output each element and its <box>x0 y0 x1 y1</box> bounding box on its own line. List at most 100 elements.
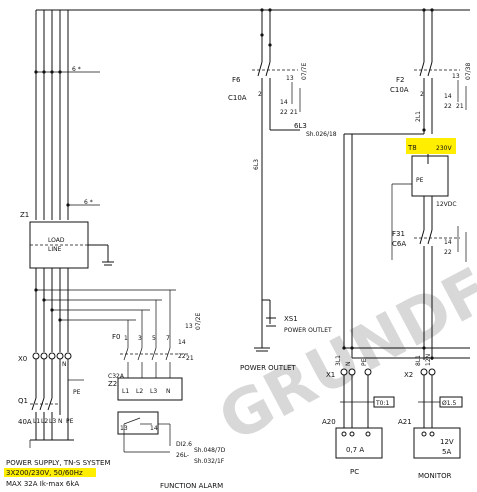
z2-term-14: 14 <box>150 425 158 432</box>
a20-label: A20 <box>322 418 336 426</box>
ps-max: MAX 32A Ik-max 6kA <box>6 480 79 488</box>
f31-rating: C6A <box>392 240 406 248</box>
f2-term-21: 21 <box>456 103 464 110</box>
f31-label: F31 <box>392 230 405 238</box>
distribution-lines <box>342 134 470 360</box>
z1-line-label: LINE <box>48 246 62 253</box>
breaker-f0: F0 C32A 1 3 5 7 14 13 22 21 07/2E <box>108 290 202 380</box>
module-z2: Z2 L1 L2 L3 N 13 14 DI2.6 Sh.048/7D 26L-… <box>108 377 226 490</box>
f6-ref: 07/7E <box>301 63 308 80</box>
q1-rating: 40A <box>18 418 32 426</box>
main-switch-q1: Q1 40A L1 L2 L3 N PE <box>18 397 74 448</box>
cable-t01: T0:1 <box>375 400 390 407</box>
breaker-f2: F2 C10A 2 14 13 22 21 07/38 2L1 <box>343 8 472 348</box>
x0-n-label: N <box>62 361 67 368</box>
f6-term-21: 21 <box>290 109 298 116</box>
t8-voltage: 230V <box>436 145 452 152</box>
f2-vertical-2l1: 2L1 <box>415 111 422 122</box>
f6-label: F6 <box>232 76 241 84</box>
feed-lines <box>34 268 176 352</box>
q1-t3: L3 <box>49 418 56 425</box>
a21-title: MONITOR <box>418 472 452 480</box>
x0-pe-label: PE <box>73 389 81 396</box>
l26-label: 26L- <box>176 452 189 459</box>
a20-current: 0,7 A <box>346 446 364 454</box>
x2-pin-12n: 12N <box>425 354 432 366</box>
f2-term-2: 2 <box>420 91 424 98</box>
function-alarm-title: FUNCTION ALARM <box>160 482 223 490</box>
x2-pin-8l1: 8L1 <box>415 355 422 366</box>
f6-term-14: 14 <box>280 99 288 106</box>
di26-label: DI2.6 <box>176 441 192 448</box>
a21-current: 5A <box>442 448 451 456</box>
f0-term-3: 3 <box>138 335 142 342</box>
f0-aux-ref: 07/2E <box>195 313 202 330</box>
f31-term-22: 22 <box>444 249 452 256</box>
x1-label: X1 <box>326 371 335 379</box>
a21-voltage: 12V <box>440 438 454 446</box>
t8-dc-out: 12VDC <box>436 201 457 208</box>
ps-voltage-highlight <box>4 468 96 477</box>
xs1-label: XS1 <box>284 315 298 323</box>
t8-highlight <box>406 138 456 154</box>
watermark-brand: GRUNDFOS <box>207 207 477 456</box>
z2-pin-l1: L1 <box>122 388 129 395</box>
f0-rating: C32A <box>108 373 125 380</box>
t8-pe: PE <box>416 177 424 184</box>
z2-pin-l2: L2 <box>136 388 143 395</box>
breaker-f6: F6 C10A 2 14 13 22 21 07/7E 6L3 Sh.026/1… <box>228 8 337 372</box>
x2-label: X2 <box>404 371 413 379</box>
q1-pe: PE <box>66 418 74 425</box>
device-a20-pc: A20 0,7 A PC <box>322 418 383 476</box>
filter-z1: Z1 LOAD LINE <box>20 211 114 269</box>
f2-label: F2 <box>396 76 404 84</box>
q1-n: N <box>58 418 63 425</box>
power-supply-caption: POWER SUPPLY, TN-S SYSTEM 3X200/230V, 50… <box>4 459 110 488</box>
label-6star-mid: 6 * <box>84 199 93 206</box>
cable-015: Ø1.5 <box>442 400 456 407</box>
z2-pin-n: N <box>166 388 171 395</box>
z2-label: Z2 <box>108 380 117 388</box>
q1-label: Q1 <box>18 397 28 405</box>
transformer-t8: T8 230V PE 12VDC <box>391 138 457 260</box>
x1-pin-pe: PE <box>361 358 368 366</box>
f6-rating: C10A <box>228 94 247 102</box>
q1-t1: L1 <box>33 418 40 425</box>
f0-label: F0 <box>112 333 120 341</box>
x1-pin-3l1: 3L1 <box>335 355 342 366</box>
f2-term-14: 14 <box>444 93 452 100</box>
breaker-f31: F31 C6A 14 22 <box>392 226 467 360</box>
xs1-sub: POWER OUTLET <box>284 327 332 334</box>
sheet-6l3-label: 6L3 <box>294 122 307 130</box>
f0-term-5: 5 <box>152 335 156 342</box>
terminal-x0: X0 PE N <box>18 352 84 440</box>
f0-aux-13: 13 <box>185 323 193 330</box>
f6-term-2: 2 <box>258 91 262 98</box>
ps-title: POWER SUPPLY, TN-S SYSTEM <box>6 459 110 467</box>
f2-ref: 07/38 <box>465 63 472 80</box>
a21-label: A21 <box>398 418 412 426</box>
f31-term-14: 14 <box>444 239 452 246</box>
x0-label: X0 <box>18 355 27 363</box>
f0-term-1: 1 <box>124 335 128 342</box>
f0-term-7: 7 <box>166 335 170 342</box>
ps-voltage: 3X200/230V, 50/60Hz <box>6 469 83 477</box>
f0-aux-22: 22 <box>178 353 186 360</box>
f6-term-22: 22 <box>280 109 288 116</box>
t8-label: T8 <box>407 144 417 152</box>
a20-title: PC <box>350 468 359 476</box>
f2-term-22: 22 <box>444 103 452 110</box>
l26-ref: Sh.032/1F <box>194 458 225 465</box>
f0-aux-21: 21 <box>186 355 194 362</box>
z2-pin-l3: L3 <box>150 388 157 395</box>
z1-label: Z1 <box>20 211 29 219</box>
f6-vertical-6l3: 6L3 <box>253 159 260 170</box>
terminal-x2: X2 8L1 12N Ø1.5 <box>404 354 463 428</box>
label-6star-top: 6 * <box>72 66 81 73</box>
z1-load-label: LOAD <box>48 237 65 244</box>
x1-pin-n: N <box>345 362 352 367</box>
f6-term-13: 13 <box>286 75 294 82</box>
device-a21-monitor: A21 12V 5A MONITOR <box>398 418 461 480</box>
main-busbars: 6 * 6 * <box>34 9 470 220</box>
